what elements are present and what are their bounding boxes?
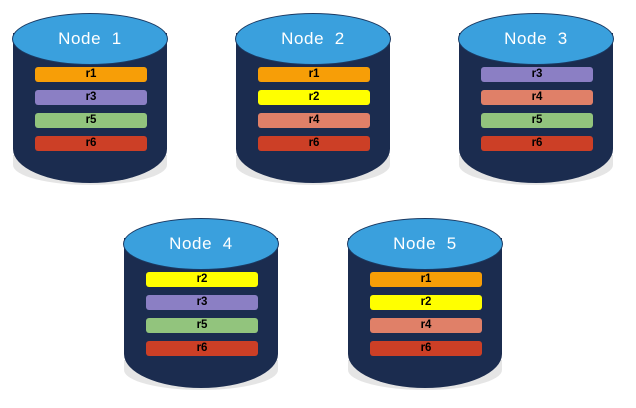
- replica-bar-r3[interactable]: r3: [146, 295, 258, 310]
- replica-stack: r3 r4 r5 r6: [481, 67, 593, 151]
- replica-stack: r2 r3 r5 r6: [146, 272, 258, 356]
- replica-bar-r6[interactable]: r6: [146, 341, 258, 356]
- node-label: Node 2: [281, 29, 345, 48]
- replica-bar-r5[interactable]: r5: [35, 113, 147, 128]
- database-node-1[interactable]: Node 1 r1 r3 r5 r6: [5, 5, 175, 195]
- replica-bar-r5[interactable]: r5: [481, 113, 593, 128]
- node-label: Node 5: [393, 234, 457, 253]
- replica-bar-r3[interactable]: r3: [481, 67, 593, 82]
- node-label: Node 3: [504, 29, 568, 48]
- replica-bar-r1[interactable]: r1: [370, 272, 482, 287]
- cylinder-top-ellipse: [12, 13, 168, 65]
- replica-bar-r1[interactable]: r1: [35, 67, 147, 82]
- cylinder-top-ellipse: [458, 13, 614, 65]
- replica-stack: r1 r2 r4 r6: [258, 67, 370, 151]
- replica-bar-r4[interactable]: r4: [258, 113, 370, 128]
- replica-bar-r6[interactable]: r6: [35, 136, 147, 151]
- replica-stack: r1 r3 r5 r6: [35, 67, 147, 151]
- database-node-2[interactable]: Node 2 r1 r2 r4 r6: [228, 5, 398, 195]
- replica-bar-r3[interactable]: r3: [35, 90, 147, 105]
- replica-bar-r2[interactable]: r2: [146, 272, 258, 287]
- replica-bar-r6[interactable]: r6: [370, 341, 482, 356]
- replica-bar-r1[interactable]: r1: [258, 67, 370, 82]
- replica-bar-r2[interactable]: r2: [258, 90, 370, 105]
- database-node-4[interactable]: Node 4 r2 r3 r5 r6: [116, 210, 286, 400]
- cylinder-top-ellipse: [123, 218, 279, 270]
- replica-stack: r1 r2 r4 r6: [370, 272, 482, 356]
- cylinder-top-ellipse: [235, 13, 391, 65]
- replica-bar-r4[interactable]: r4: [370, 318, 482, 333]
- replica-bar-r6[interactable]: r6: [258, 136, 370, 151]
- replica-bar-r6[interactable]: r6: [481, 136, 593, 151]
- node-label: Node 4: [169, 234, 233, 253]
- cylinder-top-ellipse: [347, 218, 503, 270]
- replica-bar-r5[interactable]: r5: [146, 318, 258, 333]
- node-label: Node 1: [58, 29, 122, 48]
- database-node-3[interactable]: Node 3 r3 r4 r5 r6: [451, 5, 621, 195]
- replica-bar-r2[interactable]: r2: [370, 295, 482, 310]
- replica-bar-r4[interactable]: r4: [481, 90, 593, 105]
- database-node-5[interactable]: Node 5 r1 r2 r4 r6: [340, 210, 510, 400]
